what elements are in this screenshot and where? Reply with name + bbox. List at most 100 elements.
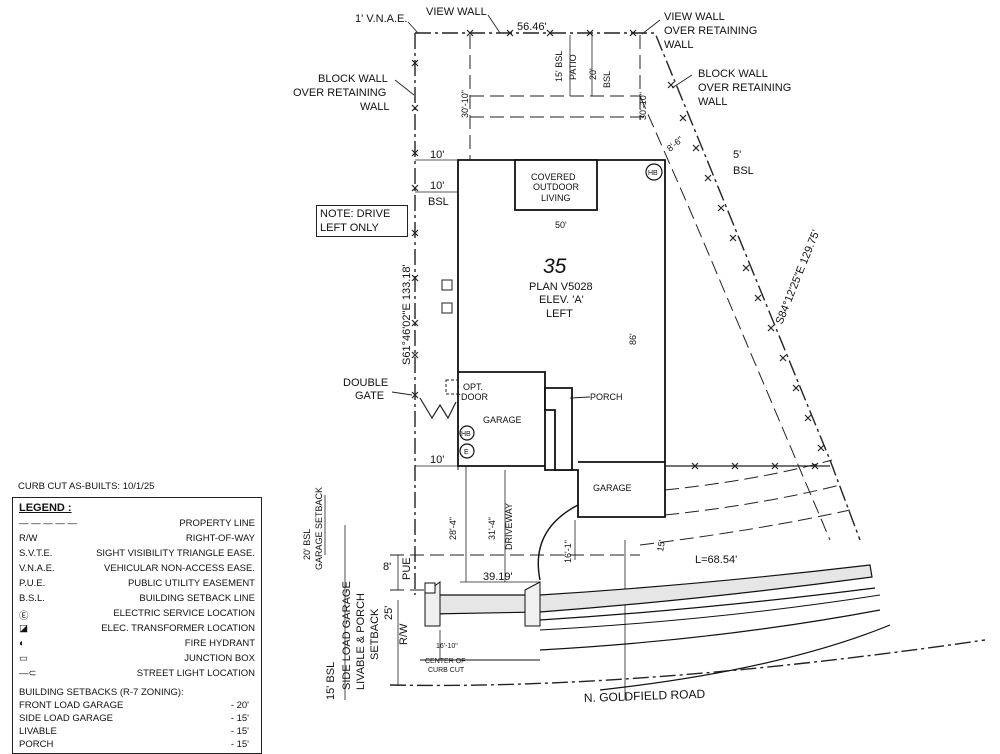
setback-lines	[390, 35, 851, 591]
dim-8: 8'	[383, 561, 391, 573]
legend-title: LEGEND :	[19, 502, 72, 514]
porch-label: PORCH	[590, 392, 623, 402]
legend-key: P.U.E.	[19, 578, 46, 589]
bsl-left: BSL	[428, 196, 449, 208]
dim-8-6: 8'-6"	[665, 134, 685, 153]
electric-label: E	[464, 449, 469, 456]
rear-bsl-2: BSL	[602, 71, 612, 88]
block-wall-right-label-2: OVER RETAINING	[698, 82, 791, 94]
opt-door-outline	[445, 379, 459, 395]
setback-value: - 15'	[230, 739, 249, 750]
setback-row: PORCH - 15'	[19, 739, 255, 751]
dim-86: 86'	[628, 333, 638, 345]
double-gate-symbol	[419, 397, 457, 420]
legend-desc: BUILDING SETBACK LINE	[139, 593, 255, 604]
legend-key: — — — — —	[19, 518, 78, 529]
covered-outdoor-label-3: LIVING	[541, 193, 571, 203]
curb-line-2	[539, 594, 881, 631]
dim-50: 50'	[555, 220, 567, 230]
center-curb-label-2: CURB CUT	[428, 667, 465, 674]
double-gate-label: DOUBLE	[343, 377, 388, 389]
junction-box-icon	[424, 582, 436, 594]
legend-row: P.U.E. PUBLIC UTILITY EASEMENT	[19, 578, 255, 592]
legend-desc: STREET LIGHT LOCATION	[136, 668, 255, 679]
leader-lines	[391, 14, 693, 399]
legend-row: R/W RIGHT-OF-WAY	[19, 533, 255, 547]
dim-16-1: 16'-1"	[563, 540, 573, 563]
setback-value: - 15'	[230, 726, 249, 737]
legend-desc: JUNCTION BOX	[184, 653, 255, 664]
orientation: LEFT	[546, 308, 573, 320]
side-setback-label: 15' BSL	[325, 662, 337, 700]
street-light-icon: —⊂	[19, 668, 37, 679]
side-setback-label-4: SETBACK	[369, 608, 381, 660]
legend-row: ◪ELEC. TRANSFORMER LOCATION	[19, 623, 255, 637]
dim-5: 5'	[733, 149, 741, 161]
pue-label: PUE	[401, 557, 413, 580]
covered-outdoor-label-2: OUTDOOR	[533, 182, 579, 192]
side-setback-label-2: SIDE LOAD GARAGE	[341, 581, 353, 690]
legend-desc: VEHICULAR NON-ACCESS EASE.	[104, 563, 255, 574]
setback-row: FRONT LOAD GARAGE - 20'	[19, 700, 255, 712]
view-wall-top-label: VIEW WALL	[426, 6, 487, 18]
left-bearing: S61°46'02"E 133.18'	[401, 264, 413, 365]
dim-31-4: 31'-4"	[487, 517, 497, 540]
dim-10-c: 10'	[430, 454, 444, 466]
view-wall-right-label-2: OVER RETAINING	[664, 25, 757, 37]
block-wall-right-label-3: WALL	[698, 96, 728, 108]
legend-row: ▭JUNCTION BOX	[19, 653, 255, 667]
legend-desc: PUBLIC UTILITY EASEMENT	[127, 578, 255, 589]
dim-39-19: 39.19'	[483, 571, 513, 583]
vnae-label: 1' V.N.A.E.	[355, 13, 407, 25]
legend-key: B.S.L.	[19, 593, 45, 604]
house-footprint	[457, 159, 666, 518]
double-gate-label-2: GATE	[355, 390, 384, 402]
legend-key: R/W	[19, 533, 38, 544]
dim-10-b: 10'	[430, 180, 444, 192]
setback-row: LIVABLE- 15'	[19, 726, 255, 738]
dim-28-4: 28'-4"	[448, 517, 458, 540]
top-dimension: 56.46'	[517, 21, 547, 33]
road-edge	[539, 609, 881, 651]
hose-bib-icon	[459, 425, 475, 441]
setbacks-table: BUILDING SETBACKS (R-7 ZONING): FRONT LO…	[12, 683, 262, 754]
legend-row: — — — — — PROPERTY LINE	[19, 518, 255, 532]
garage-setback-label-2: GARAGE SETBACK	[314, 487, 324, 570]
rear-bsl-label: 15' BSL	[554, 51, 564, 82]
setback-value: - 20'	[230, 700, 249, 711]
legend-key: V.N.A.E.	[19, 563, 55, 574]
patio-label: PATIO	[568, 54, 578, 80]
opt-door-label-2: DOOR	[461, 392, 489, 402]
dim-25: 25'	[383, 606, 395, 620]
fire-hydrant-icon: ◐	[19, 638, 25, 649]
hb-label: HB	[648, 170, 658, 177]
dim-10-a: 10'	[430, 149, 444, 161]
drive-note: NOTE: DRIVE LEFT ONLY	[316, 205, 408, 237]
legend-desc: FIRE HYDRANT	[184, 638, 255, 649]
curb-cut-wing	[524, 581, 541, 627]
setbacks-title-text: BUILDING SETBACKS (R-7 ZONING):	[19, 687, 184, 698]
hose-bib-icon	[645, 163, 663, 181]
view-wall-right-label-3: WALL	[664, 39, 694, 51]
plan-name: PLAN V5028	[529, 281, 593, 293]
dim-15: 15'	[655, 539, 667, 553]
dim-30-10-right: 30'-10"	[638, 92, 648, 120]
legend-desc: RIGHT-OF-WAY	[185, 533, 255, 544]
setback-label: SIDE LOAD GARAGE	[19, 713, 113, 724]
driveway-curve	[537, 504, 579, 581]
electric-service-icon: Ⓔ	[19, 611, 29, 622]
setback-label: PORCH	[19, 739, 54, 750]
junction-box-icon	[441, 279, 453, 291]
block-wall-left-label-3: WALL	[360, 101, 390, 113]
center-curb-label: CENTER OF	[425, 658, 465, 665]
legend-row: B.S.L. BUILDING SETBACK LINE	[19, 593, 255, 607]
setback-value: - 15'	[230, 713, 249, 724]
legend-key: S.V.T.E.	[19, 548, 53, 559]
legend-row: ◐ FIRE HYDRANT	[19, 638, 255, 652]
legend-desc: PROPERTY LINE	[179, 518, 255, 529]
lot-number: 35	[543, 255, 567, 278]
legend-row: —⊂ STREET LIGHT LOCATION	[19, 668, 255, 682]
setback-label: FRONT LOAD GARAGE	[19, 700, 124, 711]
